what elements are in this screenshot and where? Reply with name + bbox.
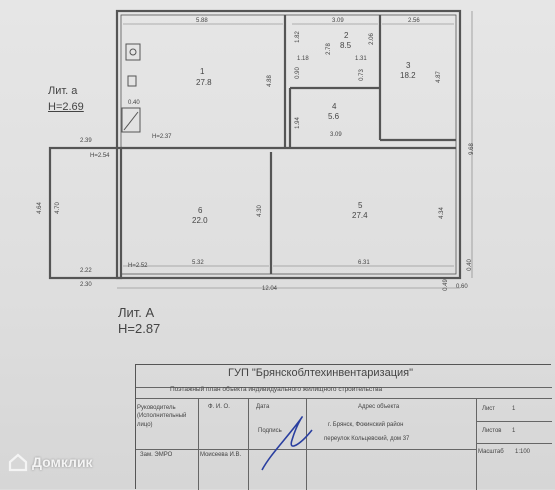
sheet-label: Лист — [482, 406, 496, 412]
address-header: Адрес объекта — [358, 404, 400, 410]
height-small-label: H=2.69 — [48, 101, 84, 113]
dim-top-right: 2.56 — [408, 18, 420, 24]
zam-label: Зам. ЭМРО — [140, 452, 173, 458]
date-header: Дата — [256, 404, 270, 410]
address-line2: переулок Кольцевский, дом 37 — [324, 436, 410, 442]
role-label: Руководитель (Исполнительный лицо) — [137, 405, 187, 428]
room-5-area: 27.4 — [352, 211, 368, 220]
room-6-area: 22.0 — [192, 216, 208, 225]
dim-top-mid: 3.09 — [332, 18, 344, 24]
scale-label: Масштаб — [478, 449, 504, 455]
dim-r2-f: 1.31 — [355, 56, 367, 62]
dim-r5-width: 6.31 — [358, 260, 370, 266]
domclick-watermark: Домклик — [8, 452, 93, 472]
sheets-label: Листов — [482, 428, 502, 434]
dim-ext-230: 2.30 — [80, 282, 92, 288]
signature-label: Подпись — [258, 428, 282, 434]
sheet-value: 1 — [512, 406, 516, 412]
dim-top-left: 5.88 — [196, 18, 208, 24]
room-3-area: 18.2 — [400, 71, 416, 80]
dim-ext-222: 2.22 — [80, 268, 92, 274]
organization-name: ГУП "Брянскоблтехинвентаризация" — [228, 367, 414, 379]
dim-r6-width: 5.32 — [192, 260, 204, 266]
fio-header: Ф. И. О. — [208, 404, 230, 410]
lit-a-big-label: Лит. А — [118, 305, 155, 320]
dim-060: 0.60 — [456, 284, 468, 290]
room-1-area: 27.8 — [196, 78, 212, 87]
address-line1: г. Брянск, Фокинский район — [328, 422, 404, 428]
room-6-number: 6 — [198, 206, 203, 215]
room-2-number: 2 — [344, 31, 349, 40]
dim-r4-width: 3.09 — [330, 132, 342, 138]
room-4-number: 4 — [332, 102, 337, 111]
dim-r2-d: 1.18 — [297, 56, 309, 62]
dim-h252: H=2.52 — [128, 263, 148, 269]
room-5-number: 5 — [358, 201, 363, 210]
scale-value: 1:100 — [515, 449, 531, 455]
dim-h237: H=2.37 — [152, 134, 172, 140]
dim-h254: H=2.54 — [90, 153, 110, 159]
document-subtitle: Поэтажный план объекта индивидуального ж… — [170, 386, 383, 393]
house-icon — [8, 453, 28, 472]
room-4-area: 5.6 — [328, 112, 340, 121]
title-block — [135, 364, 552, 490]
room-2-area: 8.5 — [340, 41, 352, 50]
lit-a-small-label: Лит. а — [48, 85, 78, 97]
room-1-number: 1 — [200, 67, 205, 76]
sheets-value: 1 — [512, 428, 516, 434]
dim-bottom-total: 12.04 — [262, 286, 278, 292]
dim-stove-width: 0.40 — [128, 100, 140, 106]
room-3-number: 3 — [406, 61, 411, 70]
executor-name: Моисеева И.В. — [200, 452, 242, 458]
watermark-brand: Домклик — [32, 454, 93, 470]
height-big-label: H=2.87 — [118, 321, 161, 336]
dim-left-239: 2.39 — [80, 138, 92, 144]
